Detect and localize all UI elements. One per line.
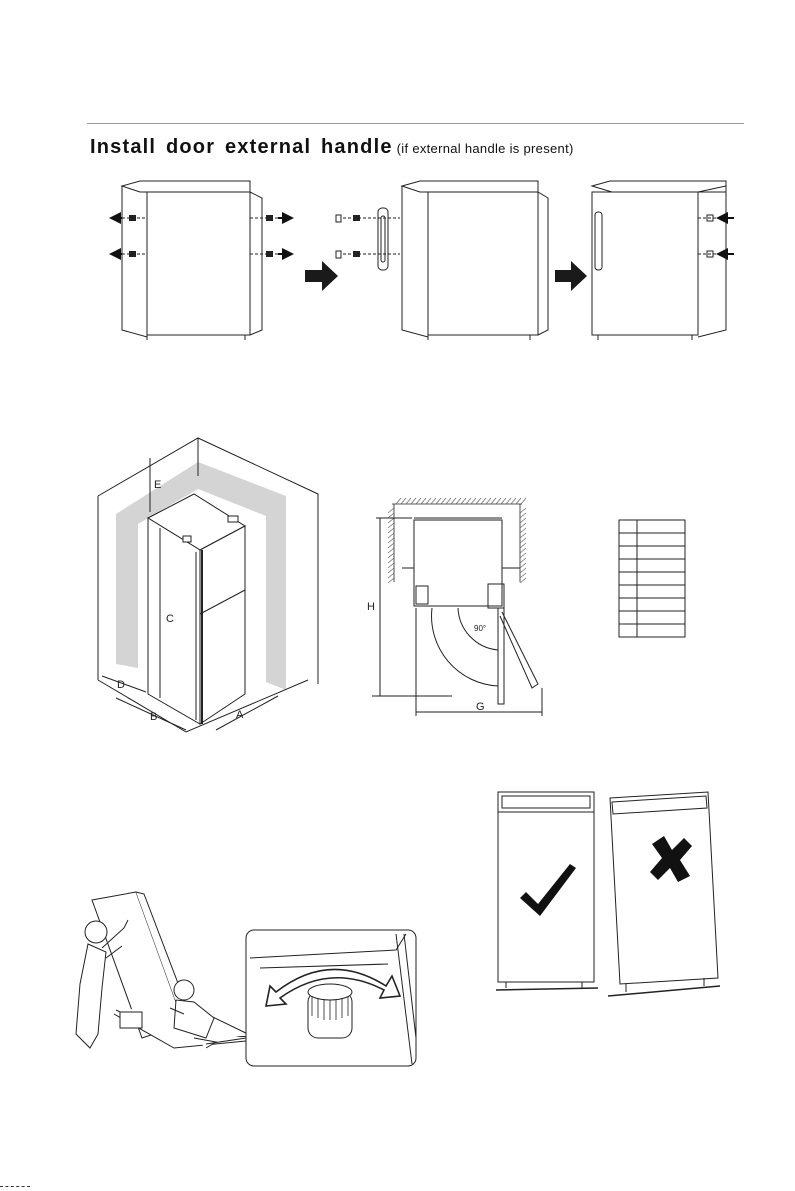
section-divider: [87, 123, 744, 124]
door-angle-label: 90°: [474, 624, 486, 633]
table-row-key-cell: [619, 546, 637, 559]
adjustable-foot-detail: [246, 930, 416, 1066]
dimension-label-a: A: [236, 709, 244, 721]
handle-install-steps: [100, 172, 750, 347]
handle-screws: [336, 215, 400, 258]
table-row-value-cell: [637, 624, 685, 637]
table-row-value-cell: [637, 572, 685, 585]
table-row-value-cell: [637, 585, 685, 598]
table-row-key-cell: [619, 572, 637, 585]
section-title: Install door external handle: [90, 136, 393, 158]
clearance-diagram: E C D B A: [90, 436, 335, 736]
table-row-key-cell: [619, 533, 637, 546]
door-handle-part: [378, 208, 388, 270]
check-mark-icon: [520, 864, 576, 916]
fridge-top-view: [402, 518, 520, 608]
fridge-level-correct: [496, 792, 598, 990]
dimension-label-g: G: [476, 701, 485, 713]
leveling-illustration: [66, 888, 418, 1068]
level-check-diagram: [492, 788, 722, 1000]
screws-inserted-right: [698, 215, 734, 257]
door-open-position: [432, 608, 538, 704]
table-row-value-cell: [637, 533, 685, 546]
door-swing-diagram: H G 90°: [362, 498, 552, 720]
fridge-step-1: [122, 181, 262, 340]
screws-removed-right: [250, 215, 292, 257]
dimension-label-d: D: [117, 679, 125, 691]
cross-icon: [650, 836, 692, 882]
table-row-value-cell: [637, 520, 685, 533]
table-row-key-cell: [619, 624, 637, 637]
next-step-arrow-1: [305, 261, 338, 291]
fridge-step-3: [592, 181, 726, 340]
screws-removed-left: [111, 215, 145, 257]
dimension-label-b: B: [150, 711, 157, 723]
table-row-key-cell: [619, 559, 637, 572]
dimension-label-h: H: [367, 601, 375, 613]
table-row-key-cell: [619, 611, 637, 624]
table-row-value-cell: [637, 598, 685, 611]
table-row-value-cell: [637, 546, 685, 559]
next-step-arrow-2: [555, 261, 587, 291]
section-heading: Install door external handle (if external…: [90, 136, 574, 159]
fridge-step-2: [402, 181, 548, 340]
height-dimension-line: [372, 518, 452, 696]
dimension-label-c: C: [166, 613, 174, 625]
table-row-key-cell: [619, 585, 637, 598]
dimension-label-e: E: [154, 479, 161, 491]
table-row-value-cell: [637, 559, 685, 572]
hatch-marks: [388, 498, 526, 583]
page-edge-mark: [0, 1186, 30, 1189]
table-row-value-cell: [637, 611, 685, 624]
table-row-key-cell: [619, 520, 637, 533]
dimension-table: [618, 518, 686, 646]
section-subtitle: (if external handle is present): [397, 141, 574, 156]
table-row-key-cell: [619, 598, 637, 611]
fridge-body: [148, 494, 245, 724]
fridge-level-wrong: [608, 792, 720, 996]
